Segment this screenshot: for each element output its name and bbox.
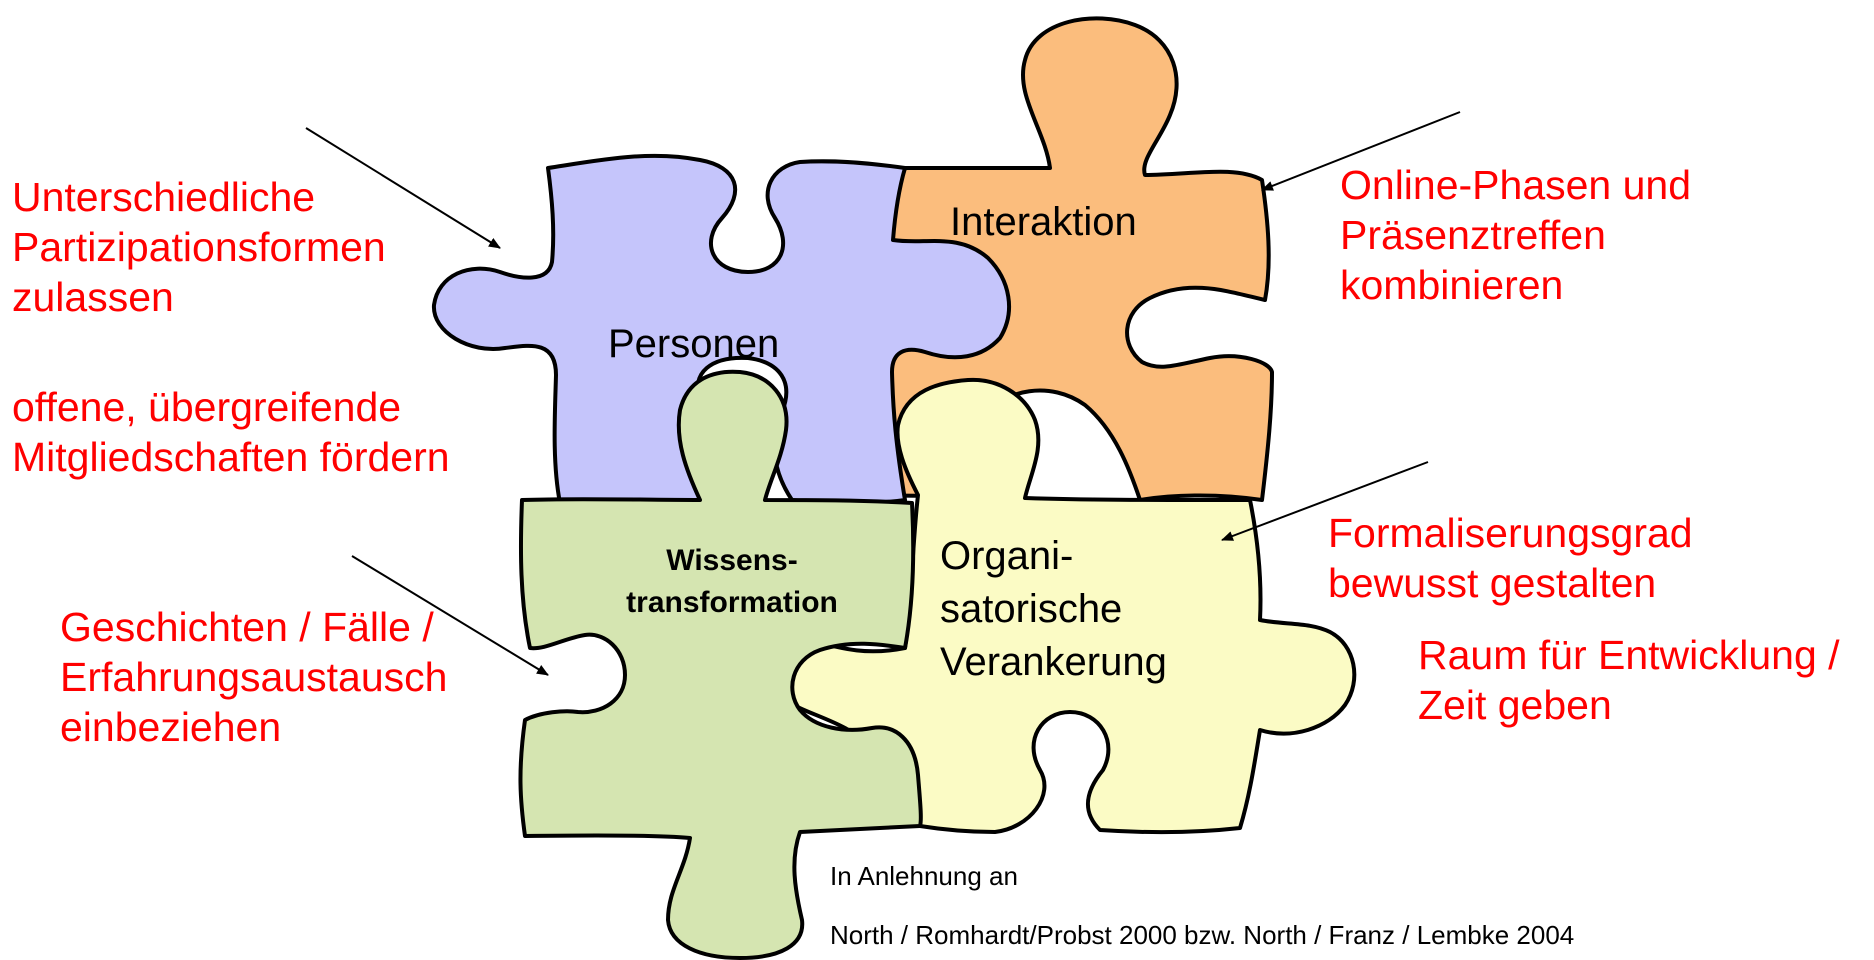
puzzle-piece-organisation (766, 377, 1357, 835)
label-interaktion: Interaktion (950, 200, 1137, 244)
note-formalisierung-line2: bewusst gestalten (1328, 560, 1657, 606)
label-wissen-line2: transformation (626, 586, 838, 619)
note-partizipation-line2: Partizipationsformen (12, 224, 386, 270)
note-mitgliedschaft-line2: Mitgliedschaften fördern (12, 434, 450, 480)
note-raum-line1: Raum für Entwicklung / (1418, 632, 1840, 678)
note-online-line3: kombinieren (1340, 262, 1564, 308)
note-mitgliedschaft-line1: offene, übergreifende (12, 384, 402, 430)
note-geschichten-line2: Erfahrungsaustausch (60, 654, 448, 700)
note-partizipation-line3: zulassen (12, 274, 174, 320)
note-partizipation-line1: Unterschiedliche (12, 174, 316, 220)
label-organisation: Organi- satorische Verankerung (940, 530, 1167, 689)
note-online-line2: Präsenztreffen (1340, 212, 1606, 258)
puzzle-piece-wissen (518, 369, 923, 960)
source-line1: In Anlehnung an (830, 861, 1018, 891)
note-geschichten-line3: einbeziehen (60, 704, 282, 750)
arrow-geschichten (351, 555, 549, 676)
note-mitgliedschaft: offene, übergreifende Mitgliedschaften f… (12, 382, 450, 482)
note-geschichten: Geschichten / Fälle / Erfahrungsaustausc… (60, 602, 447, 752)
puzzle-piece-personen (431, 153, 1012, 506)
label-personen: Personen (608, 322, 780, 366)
note-partizipation: Unterschiedliche Partizipationsformen zu… (12, 172, 386, 322)
note-formalisierung-line1: Formaliserungsgrad (1328, 510, 1693, 556)
note-geschichten-line1: Geschichten / Fälle / (60, 604, 434, 650)
label-wissen: Wissens- transformation (592, 540, 872, 624)
arrow-partizipation (305, 127, 501, 249)
label-organisation-line2: satorische (940, 587, 1123, 631)
arrow-formalisierung (1221, 461, 1429, 541)
arrow-online (1261, 111, 1461, 191)
label-wissen-line1: Wissens- (666, 544, 798, 577)
note-raum: Raum für Entwicklung / Zeit geben (1418, 630, 1840, 730)
note-raum-line2: Zeit geben (1418, 682, 1612, 728)
note-online-line1: Online-Phasen und (1340, 162, 1692, 208)
source-line2: North / Romhardt/Probst 2000 bzw. North … (830, 920, 1575, 950)
note-online: Online-Phasen und Präsenztreffen kombini… (1340, 160, 1691, 310)
label-organisation-line1: Organi- (940, 534, 1074, 578)
label-organisation-line3: Verankerung (940, 640, 1167, 684)
note-formalisierung: Formaliserungsgrad bewusst gestalten (1328, 508, 1693, 608)
